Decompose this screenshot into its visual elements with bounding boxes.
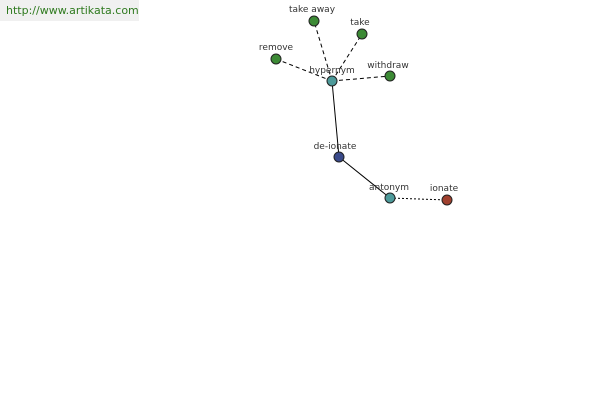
node-label-de-ionate[interactable]: de-ionate: [314, 142, 357, 152]
node-dot-ionate[interactable]: [441, 194, 453, 206]
edge-de-ionate-to-hypernym-hub: [331, 80, 340, 158]
node-dot-take-away[interactable]: [308, 15, 320, 27]
node-take[interactable]: take: [350, 18, 370, 40]
node-dot-antonym-hub[interactable]: [384, 192, 396, 204]
node-antonym-hub[interactable]: antonym: [369, 183, 409, 204]
watermark-box: http://www.artikata.com: [0, 0, 139, 21]
node-hypernym-hub[interactable]: hypernym: [309, 66, 355, 87]
node-dot-hypernym-hub[interactable]: [326, 75, 338, 87]
edge-hypernym-hub-to-take: [331, 33, 363, 82]
node-label-remove[interactable]: remove: [259, 43, 294, 53]
edge-hypernym-hub-to-take-away: [313, 20, 333, 82]
node-de-ionate[interactable]: de-ionate: [314, 142, 357, 163]
node-label-ionate[interactable]: ionate: [430, 184, 459, 194]
node-label-withdraw[interactable]: withdraw: [367, 61, 408, 71]
node-ionate[interactable]: ionate: [430, 184, 459, 206]
edge-hypernym-hub-to-remove: [275, 58, 333, 82]
node-dot-take[interactable]: [356, 28, 368, 40]
edge-de-ionate-to-antonym-hub: [338, 156, 391, 199]
node-dot-withdraw[interactable]: [384, 70, 396, 82]
node-remove[interactable]: remove: [259, 43, 294, 65]
nodes-layer: hypernym take away take remove withdraw de-io…: [259, 5, 459, 206]
node-label-take[interactable]: take: [350, 18, 370, 28]
node-label-antonym-hub[interactable]: antonym: [369, 183, 409, 193]
edges-layer: [275, 20, 448, 201]
node-withdraw[interactable]: withdraw: [367, 61, 409, 82]
node-label-hypernym-hub[interactable]: hypernym: [309, 66, 355, 76]
watermark-url[interactable]: http://www.artikata.com: [6, 4, 139, 17]
node-dot-remove[interactable]: [270, 53, 282, 65]
node-take-away[interactable]: take away: [289, 5, 336, 27]
edge-antonym-hub-to-ionate: [389, 197, 448, 201]
edge-hypernym-hub-to-withdraw: [331, 75, 391, 82]
node-label-take-away[interactable]: take away: [289, 5, 336, 15]
node-dot-de-ionate[interactable]: [333, 151, 345, 163]
